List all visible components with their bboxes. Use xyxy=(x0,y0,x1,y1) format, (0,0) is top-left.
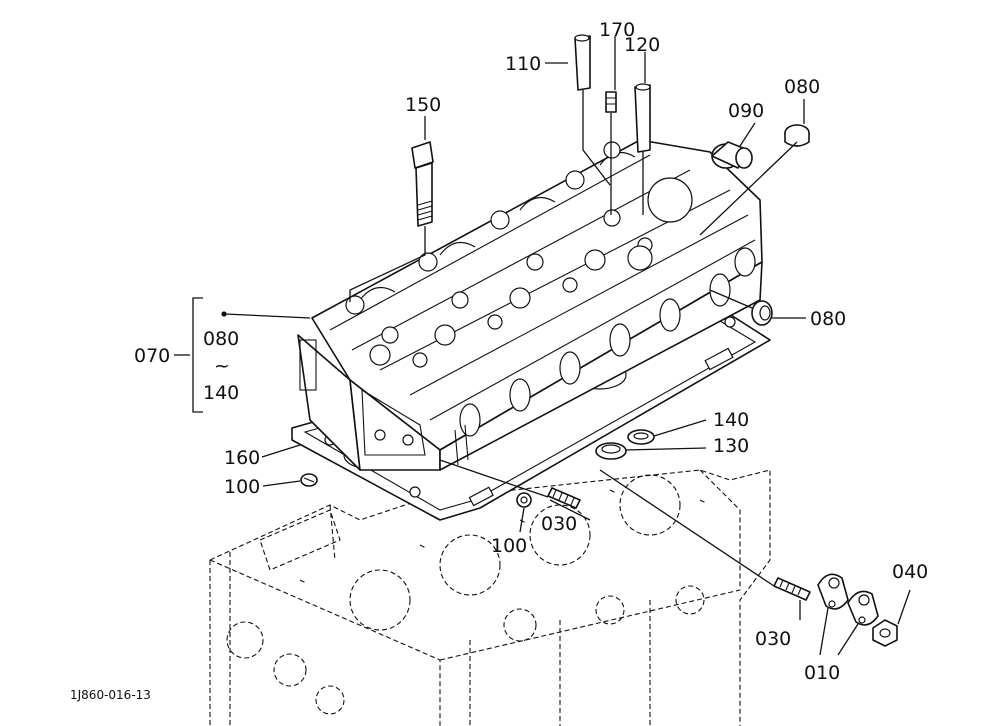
ring-140 xyxy=(627,429,655,445)
valve-guide xyxy=(574,34,651,153)
part-labels: 110 170 120 080 090 150 070 080 ~ 140 08… xyxy=(70,19,928,702)
label-140: 140 xyxy=(713,409,749,431)
label-120: 120 xyxy=(624,34,660,56)
assembly-marker-dot xyxy=(221,311,227,317)
label-170: 170 xyxy=(599,19,635,41)
dowel-bottom xyxy=(516,492,532,508)
valve-stem-seal xyxy=(605,91,617,113)
cylinder-block xyxy=(209,469,771,726)
cylinder-head xyxy=(297,139,763,471)
label-070-range-start: 080 xyxy=(203,328,239,350)
label-070-range-end: 140 xyxy=(203,382,239,404)
label-030-mid: 030 xyxy=(541,513,577,535)
label-070-range-tilde: ~ xyxy=(214,355,230,377)
label-030-right: 030 xyxy=(755,628,791,650)
stud-right xyxy=(773,577,811,601)
drawing-code: 1J860-016-13 xyxy=(70,688,151,702)
cap-right xyxy=(751,300,773,326)
stud-mid xyxy=(547,487,581,509)
label-110: 110 xyxy=(505,53,541,75)
label-160: 160 xyxy=(224,447,260,469)
label-010: 010 xyxy=(804,662,840,684)
label-100-left: 100 xyxy=(224,476,260,498)
label-080-right: 080 xyxy=(810,308,846,330)
label-130: 130 xyxy=(713,435,749,457)
label-070: 070 xyxy=(134,345,170,367)
label-080-top: 080 xyxy=(784,76,820,98)
label-040: 040 xyxy=(892,561,928,583)
nut xyxy=(872,619,898,647)
cap-top xyxy=(784,124,810,147)
label-100-bottom: 100 xyxy=(491,535,527,557)
leader-lines xyxy=(174,36,911,656)
plug xyxy=(711,141,753,169)
label-150: 150 xyxy=(405,94,441,116)
head-bolt xyxy=(411,141,434,227)
lifting-bracket xyxy=(817,573,879,626)
ring-130 xyxy=(595,442,627,460)
label-090: 090 xyxy=(728,100,764,122)
dowel-left xyxy=(300,473,318,487)
